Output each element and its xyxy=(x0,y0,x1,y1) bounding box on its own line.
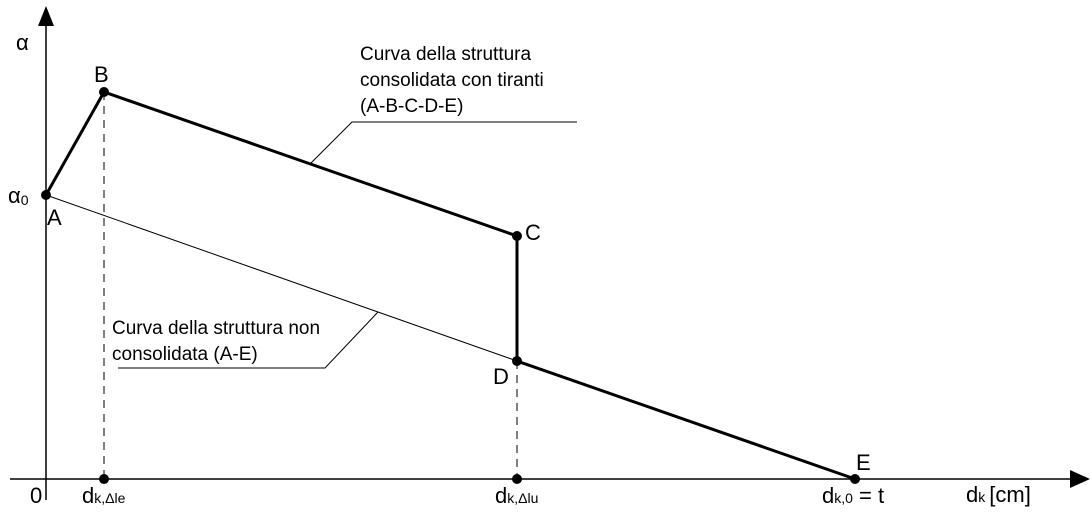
x-axis-arrow xyxy=(1070,470,1090,488)
annotation-consolidated-line3: (A-B-C-D-E) xyxy=(360,96,463,117)
label-d: D xyxy=(493,364,509,389)
y-axis-label: α xyxy=(16,30,29,55)
curve-non-consolidated xyxy=(45,194,518,362)
tick-label-dk-lu: dk,Δlu xyxy=(495,483,538,508)
tick-label-dk-le: dk,Δle xyxy=(82,483,126,508)
y-axis-arrow xyxy=(38,6,54,26)
label-e: E xyxy=(856,450,871,475)
point-b xyxy=(99,87,109,97)
label-a: A xyxy=(47,205,62,230)
leader-line-consolidated xyxy=(309,121,577,165)
curve-consolidated xyxy=(44,90,856,481)
annotation-consolidated-line1: Curva della struttura xyxy=(360,44,532,65)
tick-point-le xyxy=(99,474,109,484)
origin-label: 0 xyxy=(30,483,42,508)
annotation-non-consolidated-line2: consolidata (A-E) xyxy=(112,344,258,365)
point-e xyxy=(850,474,860,484)
annotation-consolidated-line2: consolidata con tiranti xyxy=(360,70,544,91)
point-d xyxy=(512,356,522,366)
annotation-non-consolidated-line1: Curva della struttura non xyxy=(112,318,320,339)
alpha0-label: α0 xyxy=(8,183,29,208)
label-c: C xyxy=(525,220,541,245)
point-c xyxy=(512,231,522,241)
tick-point-lu xyxy=(512,474,522,484)
leader-line-non-consolidated xyxy=(118,311,379,369)
tick-label-dk-0: dk,0 = t xyxy=(822,483,884,508)
point-a xyxy=(41,190,51,200)
label-b: B xyxy=(94,62,109,87)
x-axis-label: dk[cm] xyxy=(966,482,1031,507)
